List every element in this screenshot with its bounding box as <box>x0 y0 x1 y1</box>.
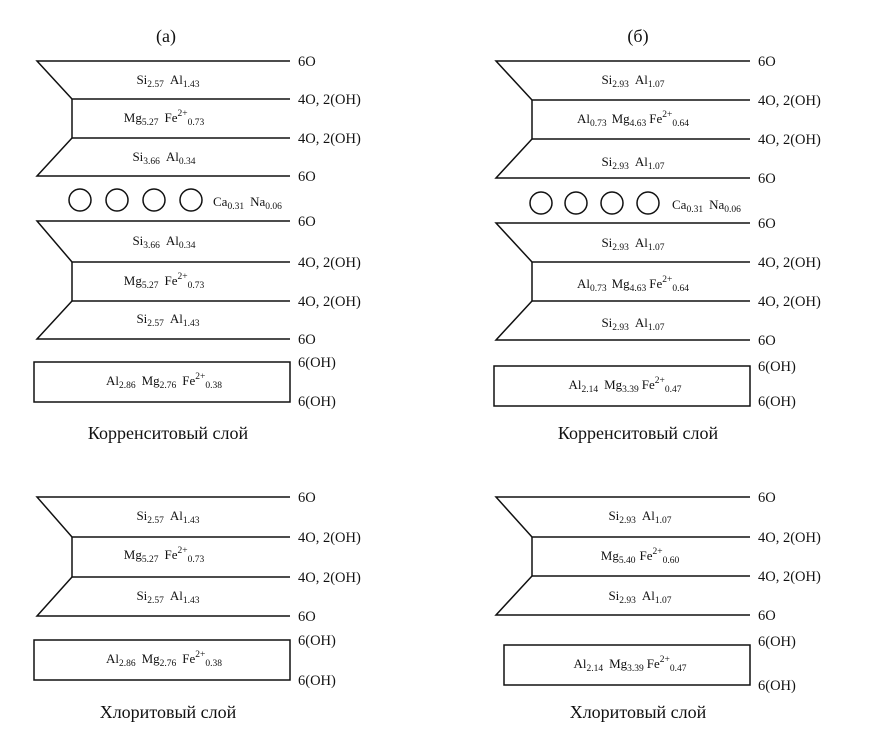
interlayer-cation <box>600 191 624 215</box>
oxygen-label: 6O <box>758 171 776 187</box>
hydroxyl-label: 6(OH) <box>758 359 796 375</box>
oxygen-hydroxyl-label: 4O, 2(OH) <box>298 255 361 271</box>
b-corrensite-structure <box>493 60 751 407</box>
oxygen-label: 6O <box>298 490 316 506</box>
oxygen-hydroxyl-label: 4O, 2(OH) <box>298 570 361 586</box>
corrensite-caption: Корренситовый слой <box>558 423 719 443</box>
tetrahedral-sheet <box>35 137 290 177</box>
oxygen-hydroxyl-label: 4O, 2(OH) <box>298 530 361 546</box>
column-label-a: (a) <box>156 26 176 47</box>
oxygen-hydroxyl-label: 4O, 2(OH) <box>298 294 361 310</box>
oxygen-hydroxyl-label: 4O, 2(OH) <box>758 530 821 546</box>
chlorite-caption: Хлоритовый слой <box>100 702 237 722</box>
tetrahedral-sheet <box>494 222 750 263</box>
oxygen-label: 6O <box>758 54 776 70</box>
tetrahedral-sheet <box>35 576 290 617</box>
hydroxyl-label: 6(OH) <box>298 355 336 371</box>
hydroxyl-label: 6(OH) <box>298 633 336 649</box>
oxygen-label: 6O <box>298 609 316 625</box>
hydroxyl-label: 6(OH) <box>758 394 796 410</box>
tetrahedral-sheet <box>35 300 290 340</box>
oxygen-label: 6O <box>758 333 776 349</box>
interlayer-cation <box>529 191 553 215</box>
hydroxyl-label: 6(OH) <box>758 678 796 694</box>
a-chlorite-structure <box>33 496 291 681</box>
tetrahedral-sheet <box>35 60 290 100</box>
oxygen-hydroxyl-label: 4O, 2(OH) <box>758 93 821 109</box>
brucite-sheet <box>33 361 291 403</box>
corrensite-caption: Корренситовый слой <box>88 423 249 443</box>
chlorite-caption: Хлоритовый слой <box>570 702 707 722</box>
tetrahedral-sheet <box>35 496 290 538</box>
interlayer-cation <box>142 188 166 212</box>
tetrahedral-sheet <box>35 220 290 263</box>
tetrahedral-sheet <box>494 138 750 179</box>
a-corrensite-structure <box>33 60 291 403</box>
hydroxyl-label: 6(OH) <box>758 634 796 650</box>
oxygen-hydroxyl-label: 4O, 2(OH) <box>298 131 361 147</box>
oxygen-hydroxyl-label: 4O, 2(OH) <box>758 569 821 585</box>
oxygen-label: 6O <box>758 216 776 232</box>
oxygen-label: 6O <box>298 54 316 70</box>
oxygen-label: 6O <box>758 608 776 624</box>
tetrahedral-sheet <box>494 575 750 616</box>
oxygen-hydroxyl-label: 4O, 2(OH) <box>758 294 821 310</box>
hydroxyl-label: 6(OH) <box>298 673 336 689</box>
oxygen-label: 6O <box>298 214 316 230</box>
oxygen-label: 6O <box>298 332 316 348</box>
oxygen-hydroxyl-label: 4O, 2(OH) <box>298 92 361 108</box>
interlayer-cation <box>564 191 588 215</box>
brucite-sheet <box>493 365 751 407</box>
interlayer-cation <box>105 188 129 212</box>
interlayer-cation <box>68 188 92 212</box>
tetrahedral-sheet <box>494 60 750 101</box>
interlayer-cation <box>636 191 660 215</box>
column-label-b: (б) <box>627 26 648 47</box>
b-chlorite-structure <box>494 496 751 686</box>
brucite-sheet <box>503 644 751 686</box>
interlayer-cation <box>179 188 203 212</box>
tetrahedral-sheet <box>494 496 750 538</box>
oxygen-label: 6O <box>758 490 776 506</box>
oxygen-hydroxyl-label: 4O, 2(OH) <box>758 255 821 271</box>
oxygen-label: 6O <box>298 169 316 185</box>
oxygen-hydroxyl-label: 4O, 2(OH) <box>758 132 821 148</box>
hydroxyl-label: 6(OH) <box>298 394 336 410</box>
tetrahedral-sheet <box>494 300 750 341</box>
brucite-sheet <box>33 639 291 681</box>
